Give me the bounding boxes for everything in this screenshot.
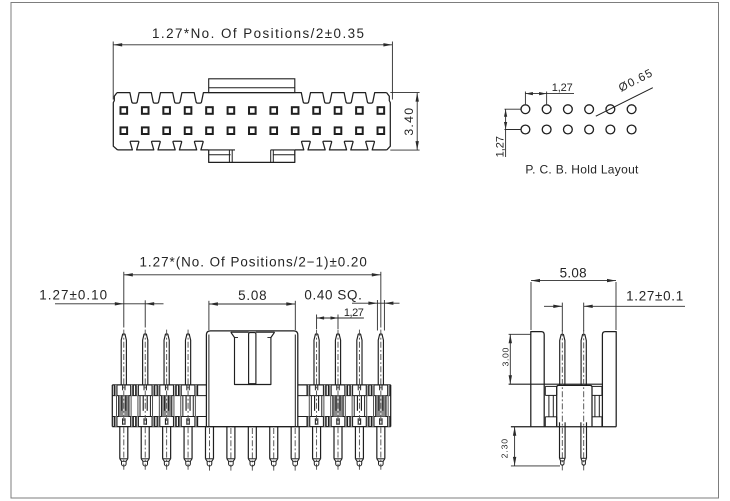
svg-text:1,27: 1,27 xyxy=(344,307,364,319)
svg-text:3.00: 3.00 xyxy=(500,348,510,367)
svg-text:1.27*No. Of Positions/2±0.35: 1.27*No. Of Positions/2±0.35 xyxy=(152,26,364,41)
svg-text:2.30: 2.30 xyxy=(499,439,509,459)
svg-text:5.08: 5.08 xyxy=(238,288,267,303)
svg-text:5.08: 5.08 xyxy=(560,265,587,280)
svg-text:1.27*(No. Of Positions/2−1)±0.: 1.27*(No. Of Positions/2−1)±0.20 xyxy=(140,255,367,270)
svg-text:1.27±0.1: 1.27±0.1 xyxy=(626,288,683,303)
svg-text:P. C. B. Hold Layout: P. C. B. Hold Layout xyxy=(525,162,639,176)
svg-text:0.40 SQ.: 0.40 SQ. xyxy=(304,287,361,302)
svg-text:1,27: 1,27 xyxy=(552,82,573,94)
svg-text:1,27: 1,27 xyxy=(494,136,506,157)
svg-text:3.40: 3.40 xyxy=(402,108,416,136)
svg-text:1.27±0.10: 1.27±0.10 xyxy=(39,288,107,303)
